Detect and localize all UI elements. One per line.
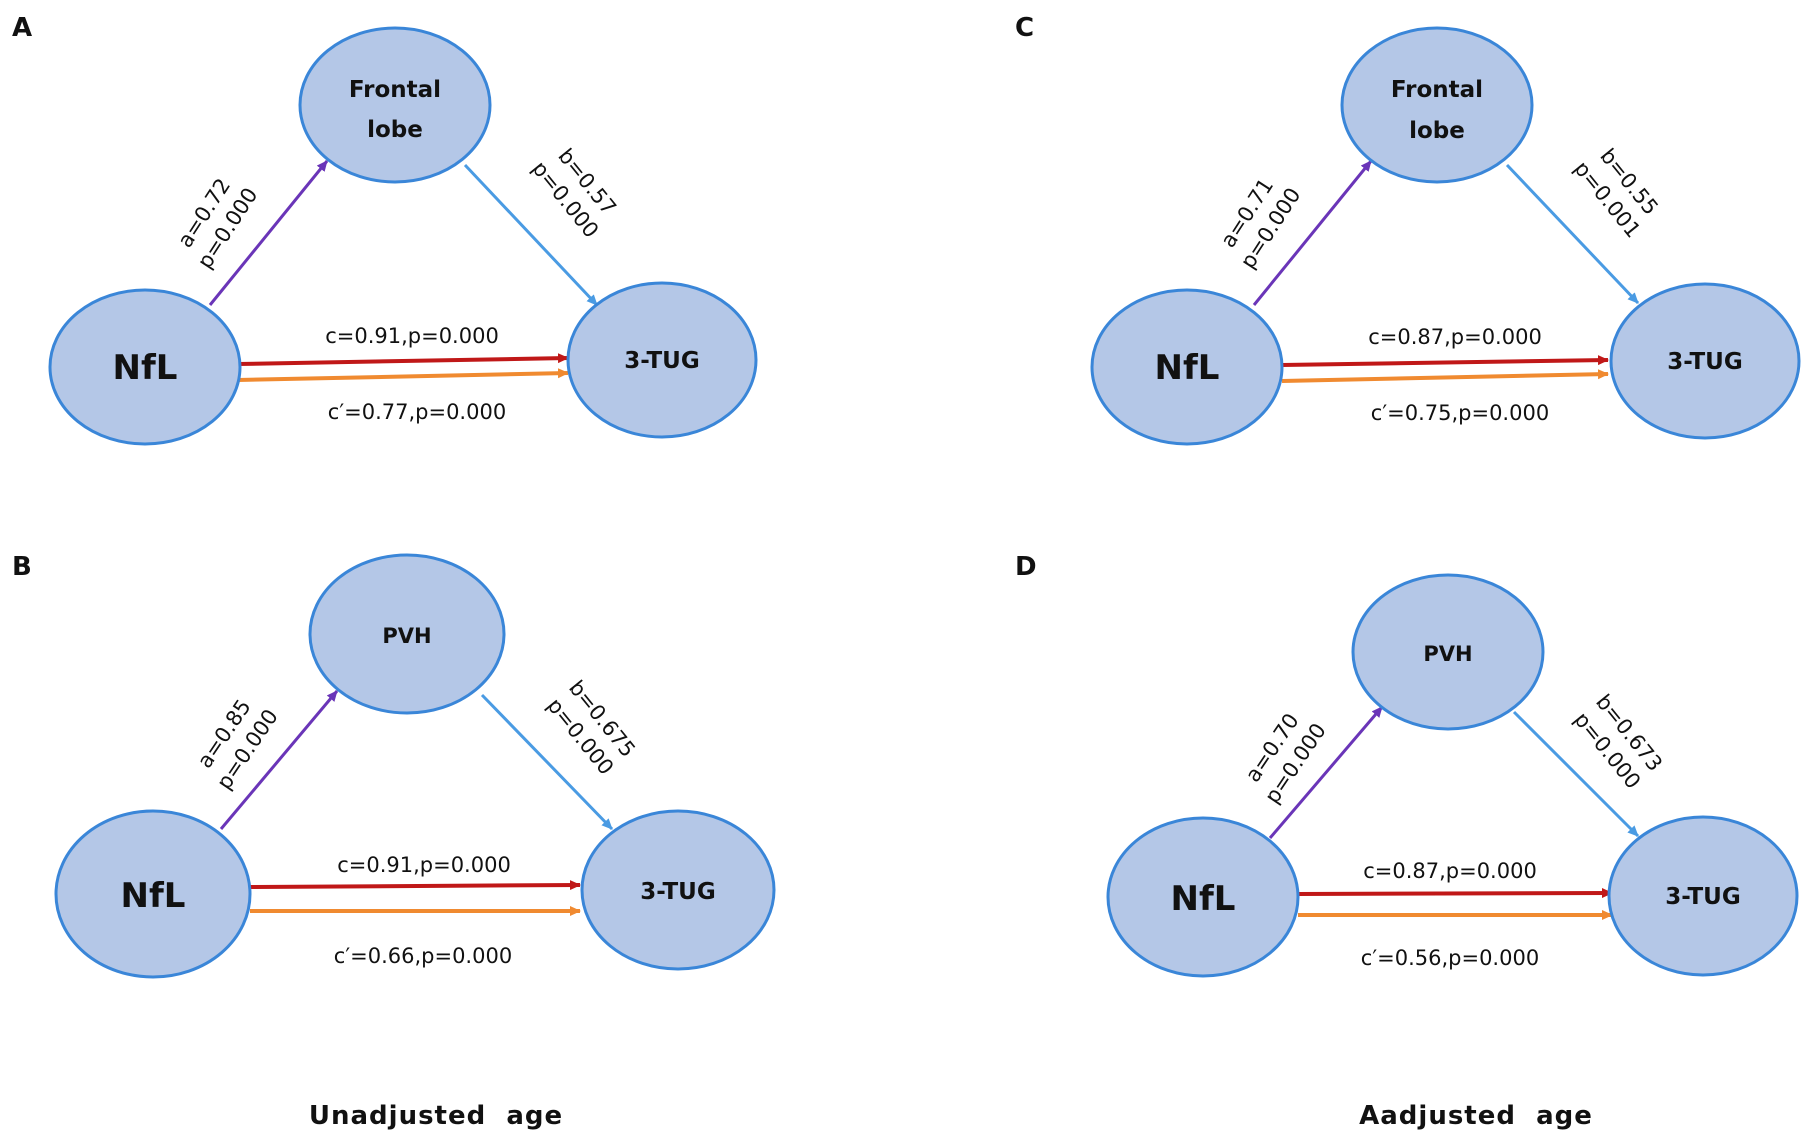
path-c-arrow <box>249 880 581 891</box>
outcome-label: 3-TUG <box>1665 884 1740 910</box>
panel-b: B PVH NfL 3-TUG a=0.85 p=0.000 b=0.675 p… <box>12 552 776 979</box>
path-b-label: b=0.57 p=0.000 <box>527 144 621 242</box>
path-b-label: b=0.55 p=0.001 <box>1569 144 1663 242</box>
mediator-node <box>308 553 506 715</box>
mediator-label-line1: PVH <box>382 624 431 648</box>
path-c-arrow <box>1281 355 1609 367</box>
mediator-label-line2: lobe <box>1409 118 1465 144</box>
path-a-arrow <box>1268 706 1384 839</box>
nfl-node <box>48 288 242 446</box>
path-a-label: a=0.70 p=0.000 <box>1241 709 1331 808</box>
path-a-arrow <box>208 160 329 306</box>
path-c-prime-arrow <box>237 368 569 382</box>
panel-letter: A <box>12 13 32 43</box>
path-a-label: a=0.85 p=0.000 <box>193 695 283 794</box>
path-a-arrow <box>1252 160 1373 306</box>
outcome-node <box>566 281 758 439</box>
path-b-arrow <box>1505 163 1640 305</box>
path-b-arrow <box>463 163 599 307</box>
path-c-prime-label: c′=0.66,p=0.000 <box>334 944 512 968</box>
path-c-label: c=0.87,p=0.000 <box>1363 859 1537 883</box>
outcome-node <box>1607 815 1799 977</box>
path-c-prime-label: c′=0.77,p=0.000 <box>328 400 506 424</box>
panel-c: C Frontal lobe NfL 3-TUG a=0.71 p=0.000 … <box>1015 13 1801 446</box>
mediator-node <box>298 26 492 184</box>
nfl-label: NfL <box>1155 348 1220 388</box>
path-c-label: c=0.87,p=0.000 <box>1368 325 1542 349</box>
outcome-node <box>1609 282 1801 440</box>
outcome-label: 3-TUG <box>640 879 715 905</box>
path-c-label: c=0.91,p=0.000 <box>337 853 511 877</box>
nfl-node <box>54 809 252 979</box>
path-b-label: b=0.673 p=0.000 <box>1569 690 1667 793</box>
outcome-label: 3-TUG <box>1667 349 1742 375</box>
path-c-prime-arrow <box>1281 369 1609 383</box>
path-c-prime-label: c′=0.75,p=0.000 <box>1371 401 1549 425</box>
nfl-node <box>1106 816 1300 978</box>
mediator-label-line1: Frontal <box>1391 77 1483 103</box>
nfl-node <box>1090 288 1284 446</box>
panel-letter: D <box>1015 552 1037 582</box>
nfl-label: NfL <box>113 348 178 388</box>
path-c-arrow <box>237 353 569 366</box>
path-c-arrow <box>1297 888 1613 899</box>
mediator-node <box>1351 573 1545 731</box>
mediator-label-line2: lobe <box>367 117 423 143</box>
path-a-arrow <box>219 690 339 830</box>
path-b-label: b=0.675 p=0.000 <box>542 676 640 779</box>
caption-left: Unadjusted age <box>309 1101 563 1131</box>
path-c-prime-label: c′=0.56,p=0.000 <box>1361 946 1539 970</box>
nfl-label: NfL <box>121 876 186 916</box>
panel-letter: B <box>12 552 32 582</box>
mediator-label-line1: Frontal <box>349 77 441 103</box>
path-b-arrow <box>480 693 614 831</box>
path-b-arrow <box>1512 710 1640 838</box>
panel-d: D PVH NfL 3-TUG a=0.70 p=0.000 b=0.673 p… <box>1015 552 1799 978</box>
outcome-node <box>580 809 776 971</box>
nfl-label: NfL <box>1171 879 1236 919</box>
panel-a: A Frontal lobe NfL 3-TUG a=0.72 p=0.000 … <box>12 13 758 446</box>
panel-letter: C <box>1015 13 1034 43</box>
mediator-node <box>1340 26 1534 184</box>
path-c-label: c=0.91,p=0.000 <box>325 324 499 348</box>
mediator-label-line1: PVH <box>1423 642 1472 666</box>
caption-right: Aadjusted age <box>1359 1101 1593 1131</box>
outcome-label: 3-TUG <box>624 348 699 374</box>
